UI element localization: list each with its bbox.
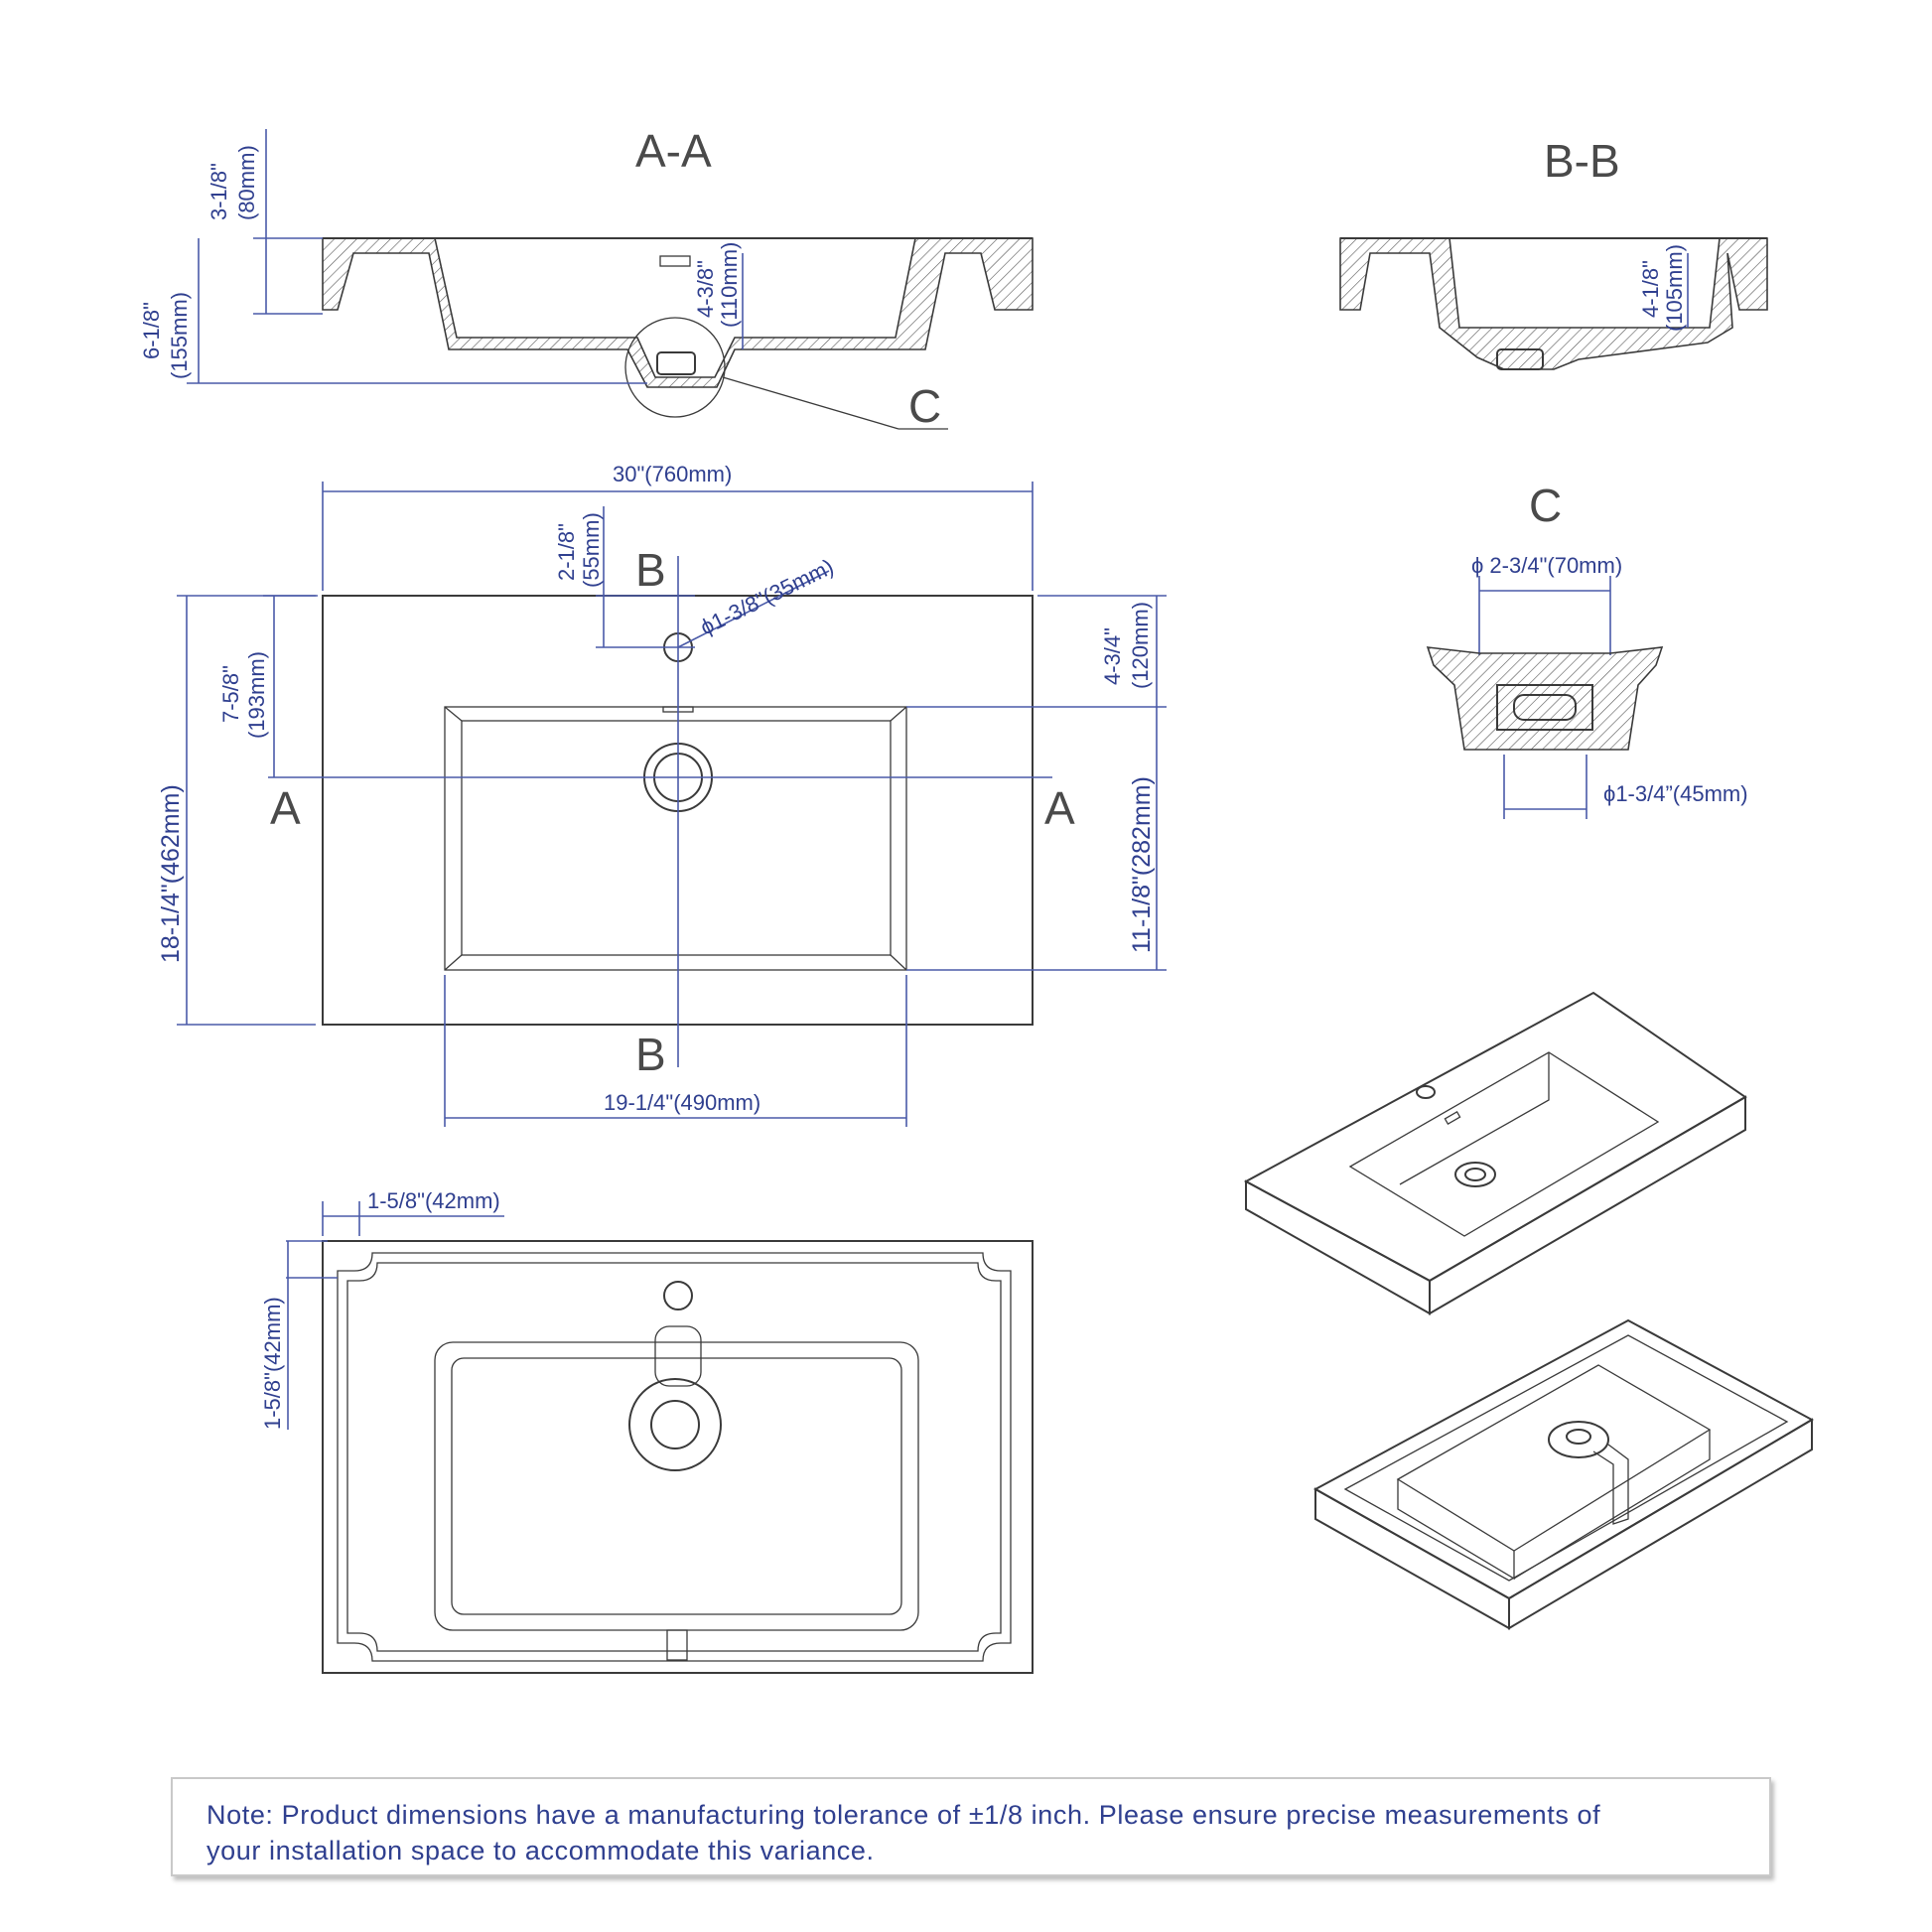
- isometric-bottom-view: [1312, 1318, 1815, 1630]
- overflow-slot: [659, 255, 691, 267]
- detail-c-cavity: [1496, 684, 1593, 731]
- dim-bowl-depth-aa: 4-3/8": [693, 260, 718, 318]
- drain-outlet: [656, 351, 696, 375]
- section-b-b-label: B-B: [1544, 135, 1620, 187]
- dim-width-total: 30"(760mm): [613, 462, 732, 486]
- bb-drain: [1496, 348, 1544, 370]
- bottom-rim: [337, 1252, 1012, 1662]
- bottom-notch: [666, 1629, 688, 1661]
- iso-overflow: [1444, 1111, 1461, 1125]
- dim-drain-to-front: 7-5/8": [218, 665, 243, 723]
- isometric-top-view: [1243, 991, 1747, 1315]
- dim-height-top-mm: (80mm): [234, 145, 259, 220]
- bottom-outline: [322, 1240, 1034, 1674]
- dim-bowl-depth-bb-mm: (105mm): [1662, 244, 1687, 332]
- detail-c-view-label: C: [1529, 480, 1562, 531]
- basin-inner: [461, 720, 892, 956]
- dim-edge-y: 1-5/8"(42mm): [260, 1297, 285, 1430]
- basin-outer: [444, 706, 907, 971]
- dim-faucet-offset: 2-1/8": [554, 523, 579, 581]
- dim-height-total-mm: (155mm): [167, 292, 192, 379]
- dim-drain-bottom: ϕ1-3/4”(45mm): [1603, 781, 1748, 806]
- iso-basin: [1348, 1051, 1660, 1237]
- dim-faucet-hole: ϕ1-3/8"(35mm): [696, 554, 837, 639]
- section-b-top: B: [635, 544, 666, 596]
- detail-c-callout-label: C: [908, 380, 941, 432]
- dim-bowl-length: 11-1/8"(282mm): [1128, 776, 1156, 953]
- bottom-faucet-hole: [663, 1281, 693, 1311]
- overflow-channel: [654, 1325, 702, 1387]
- iso-faucet-hole: [1416, 1085, 1436, 1099]
- dim-drain-top: ϕ 2-3/4"(70mm): [1471, 553, 1622, 578]
- dim-height-total: 6-1/8": [139, 302, 164, 359]
- detail-c-leader: [722, 376, 899, 430]
- tolerance-note: Note: Product dimensions have a manufact…: [171, 1777, 1771, 1876]
- top-plan-view: A A B B 30"(760mm) 2-1/8" (55mm) ϕ1-3/8"…: [157, 462, 1167, 1127]
- section-a-left: A: [270, 782, 301, 834]
- bowl-underside-inner: [451, 1357, 902, 1615]
- dim-bowl-depth-bb: 4-1/8": [1638, 260, 1663, 318]
- dim-back-to-bowl-mm: (120mm): [1128, 602, 1153, 689]
- dim-bowl-width: 19-1/4"(490mm): [604, 1090, 760, 1115]
- dim-faucet-offset-mm: (55mm): [579, 512, 604, 588]
- dim-height-top: 3-1/8": [207, 163, 231, 220]
- bottom-drain-inner: [650, 1400, 700, 1449]
- iso-bowl-bottom: [1396, 1364, 1712, 1552]
- section-a-right: A: [1044, 782, 1075, 834]
- iso-bottom-drain: [1548, 1421, 1609, 1458]
- dim-bowl-depth-aa-mm: (110mm): [717, 242, 742, 328]
- section-b-b-view: B-B 4-1/8" (105mm): [1339, 135, 1768, 370]
- section-a-a-label: A-A: [635, 125, 712, 177]
- dim-back-to-bowl: 4-3/4": [1100, 627, 1125, 685]
- detail-c-circle: [624, 317, 726, 418]
- bottom-drain-outer: [628, 1378, 722, 1471]
- note-line-2: your installation space to accommodate t…: [207, 1836, 875, 1865]
- dim-drain-to-front-mm: (193mm): [244, 651, 269, 739]
- section-b-bottom: B: [635, 1029, 666, 1080]
- detail-c-drain-slot: [1513, 694, 1577, 721]
- bottom-view: 1-5/8"(42mm) 1-5/8"(42mm): [260, 1188, 1034, 1674]
- iso-drain: [1454, 1162, 1496, 1187]
- note-line-1: Note: Product dimensions have a manufact…: [207, 1800, 1601, 1830]
- section-a-a-view: A-A C 3-1/8" (80mm) 6-1/8" (155mm) 4-3/8…: [139, 125, 1034, 432]
- detail-c-view: C ϕ 2-3/4"(70mm) ϕ1-3/4”(45mm): [1426, 480, 1748, 819]
- dim-depth-total: 18-1/4"(462mm): [157, 784, 185, 963]
- dim-edge-x: 1-5/8"(42mm): [367, 1188, 500, 1213]
